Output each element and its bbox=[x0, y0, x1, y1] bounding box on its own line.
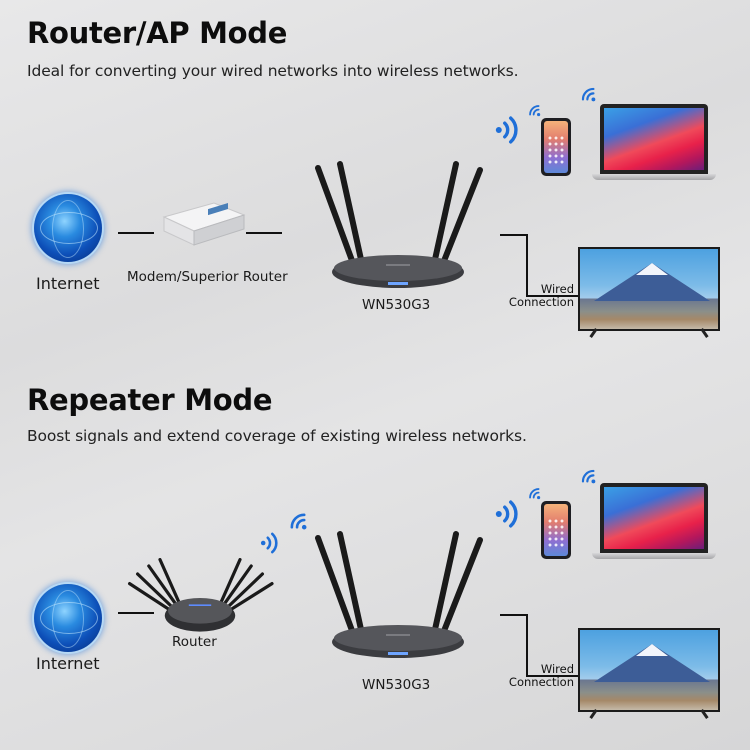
section-subtitle: Ideal for converting your wired networks… bbox=[27, 62, 519, 80]
smartphone-icon bbox=[541, 501, 571, 559]
wifi-signal-icon bbox=[258, 530, 284, 556]
modem-icon bbox=[156, 198, 246, 250]
router-ap-mode-section: Router/AP Mode Ideal for converting your… bbox=[27, 16, 720, 338]
laptop-icon bbox=[592, 104, 716, 180]
section-title: Repeater Mode bbox=[27, 383, 273, 417]
internet-label: Internet bbox=[36, 274, 100, 293]
connector-line bbox=[118, 232, 154, 234]
connector-line bbox=[500, 234, 528, 236]
smartphone-icon bbox=[541, 118, 571, 176]
router-icon bbox=[120, 558, 280, 638]
connector-line bbox=[526, 234, 528, 296]
router-icon bbox=[296, 530, 496, 660]
wifi-signal-icon bbox=[526, 485, 544, 503]
router-icon bbox=[296, 160, 496, 290]
wired-connection-label: Wired Connection bbox=[508, 282, 574, 309]
section-title: Router/AP Mode bbox=[27, 16, 288, 50]
wifi-signal-icon bbox=[578, 84, 600, 106]
router-model-label: WN530G3 bbox=[362, 677, 431, 693]
connector-line bbox=[526, 614, 528, 676]
connector-line bbox=[118, 612, 154, 614]
laptop-icon bbox=[592, 483, 716, 559]
globe-icon bbox=[34, 584, 102, 652]
internet-label: Internet bbox=[36, 654, 100, 673]
connector-line bbox=[500, 614, 528, 616]
wired-connection-label: Wired Connection bbox=[508, 662, 574, 689]
wifi-signal-icon bbox=[526, 102, 544, 120]
router-model-label: WN530G3 bbox=[362, 297, 431, 313]
connector-line bbox=[526, 295, 578, 297]
wifi-signal-icon bbox=[492, 497, 526, 531]
router-label: Router bbox=[172, 634, 217, 650]
tv-icon bbox=[578, 628, 720, 719]
wifi-signal-icon bbox=[492, 113, 526, 147]
connector-line bbox=[526, 675, 578, 677]
globe-icon bbox=[34, 194, 102, 262]
wifi-signal-icon bbox=[578, 466, 600, 488]
repeater-mode-section: Repeater Mode Boost signals and extend c… bbox=[0, 375, 750, 750]
connector-line bbox=[246, 232, 282, 234]
modem-label: Modem/Superior Router bbox=[127, 269, 288, 285]
section-subtitle: Boost signals and extend coverage of exi… bbox=[27, 427, 527, 445]
tv-icon bbox=[578, 247, 720, 338]
